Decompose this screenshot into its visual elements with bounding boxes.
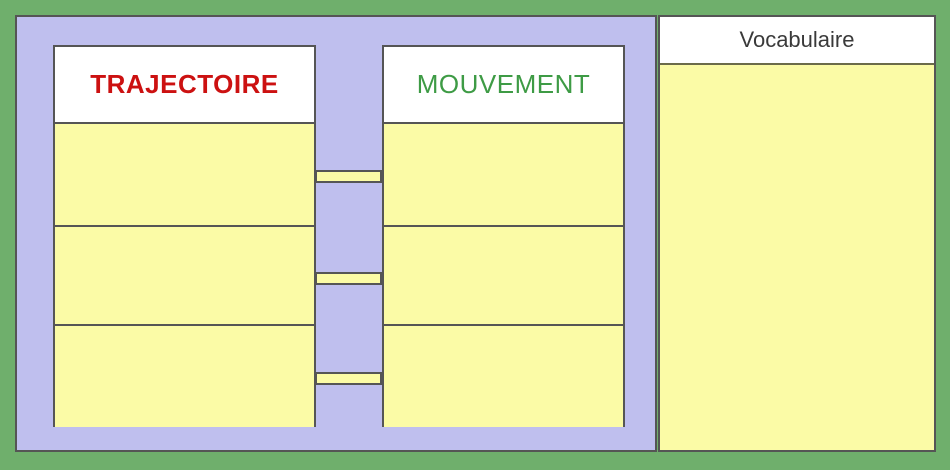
column-title-trajectoire: TRAJECTOIRE — [90, 69, 279, 99]
connector-bar-1[interactable] — [315, 170, 382, 183]
concept-column-trajectoire: TRAJECTOIRE — [53, 45, 316, 427]
vocabulary-body[interactable] — [660, 65, 934, 450]
column-body-trajectoire — [55, 124, 314, 427]
vocabulary-header: Vocabulaire — [660, 17, 934, 65]
answer-slot-mouvement-1[interactable] — [384, 124, 623, 227]
vocabulary-title: Vocabulaire — [739, 27, 855, 52]
answer-slot-trajectoire-2[interactable] — [55, 226, 314, 327]
concept-column-mouvement: MOUVEMENT — [382, 45, 625, 427]
concept-panel: TRAJECTOIRE MOUVEMENT — [15, 15, 657, 452]
answer-slot-trajectoire-3[interactable] — [55, 326, 314, 427]
connector-bar-3[interactable] — [315, 372, 382, 385]
column-header-trajectoire: TRAJECTOIRE — [55, 47, 314, 124]
answer-slot-mouvement-3[interactable] — [384, 326, 623, 427]
vocabulary-panel: Vocabulaire — [658, 15, 936, 452]
connector-bar-2[interactable] — [315, 272, 382, 285]
column-title-mouvement: MOUVEMENT — [416, 69, 591, 99]
answer-slot-mouvement-2[interactable] — [384, 226, 623, 327]
answer-slot-trajectoire-1[interactable] — [55, 124, 314, 227]
column-body-mouvement — [384, 124, 623, 427]
column-header-mouvement: MOUVEMENT — [384, 47, 623, 124]
